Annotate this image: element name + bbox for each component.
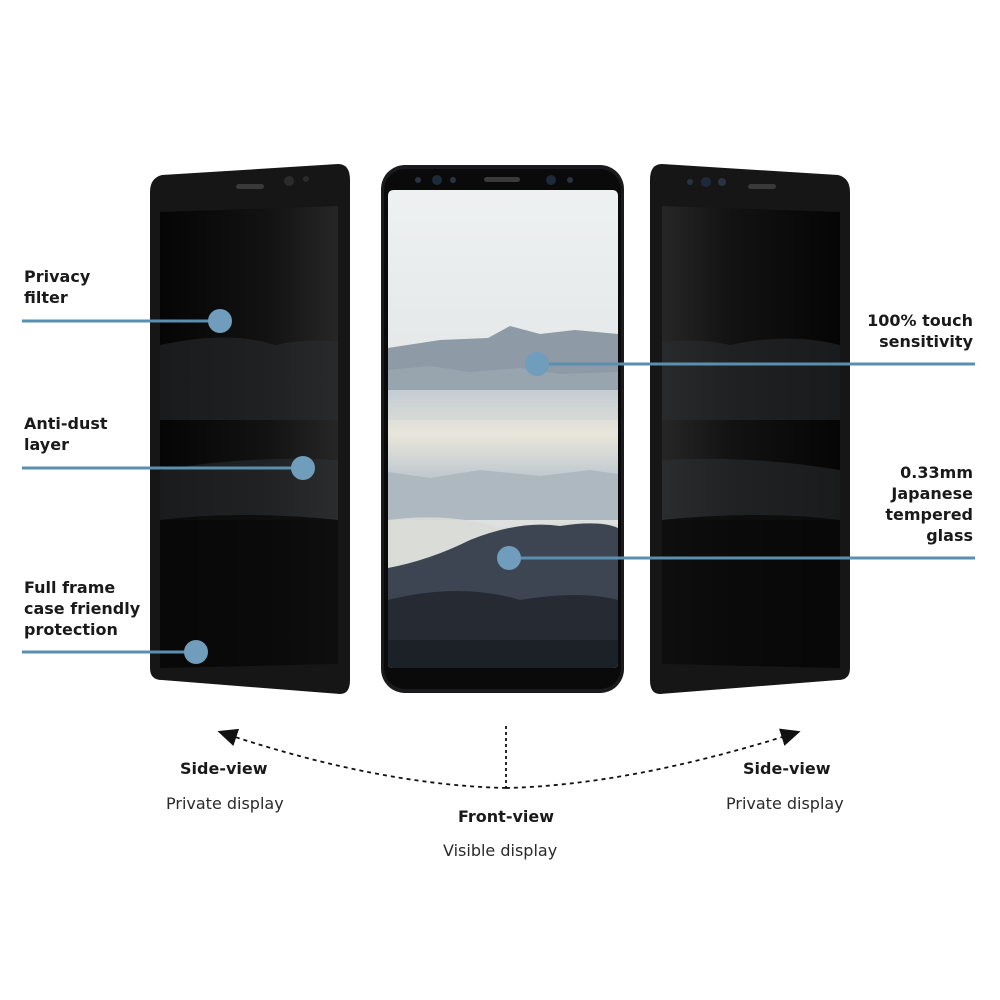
speaker-icon — [484, 177, 520, 182]
sensor-icon — [415, 177, 421, 183]
right-phone — [650, 164, 850, 694]
feature-label-privacy-filter: Privacy filter — [24, 267, 91, 307]
feature-label-full-frame: Full frame case friendly protection — [24, 578, 141, 639]
camera-icon — [284, 176, 294, 186]
callout-dot — [208, 309, 232, 333]
feature-label-anti-dust: Anti-dust layer — [24, 414, 108, 454]
speaker-icon — [236, 184, 264, 189]
side-view-right-title: Side-view — [743, 759, 831, 778]
arrow-right-icon — [505, 728, 801, 789]
camera-icon — [432, 175, 442, 185]
sensor-icon — [718, 178, 726, 186]
sensor-icon — [303, 176, 309, 182]
front-camera-icon — [546, 175, 556, 185]
camera-icon — [701, 177, 711, 187]
side-view-left-title: Side-view — [180, 759, 268, 778]
sensor-icon — [687, 179, 693, 185]
callout-dot — [291, 456, 315, 480]
feature-label-touch: 100% touch sensitivity — [867, 311, 973, 351]
sensor-icon — [450, 177, 456, 183]
feature-label-glass: 0.33mm Japanese tempered glass — [885, 463, 973, 545]
sensor-icon — [567, 177, 573, 183]
callout-dot — [525, 352, 549, 376]
arrow-left-icon — [217, 728, 507, 789]
viewing-angle-diagram — [217, 726, 801, 789]
callouts — [22, 309, 975, 664]
callout-dot — [497, 546, 521, 570]
side-view-right-subtitle: Private display — [726, 794, 844, 813]
left-phone — [150, 164, 350, 694]
front-view-subtitle: Visible display — [443, 841, 558, 860]
center-phone — [381, 165, 624, 693]
front-view-title: Front-view — [458, 807, 555, 826]
speaker-icon — [748, 184, 776, 189]
side-view-left-subtitle: Private display — [166, 794, 284, 813]
callout-dot — [184, 640, 208, 664]
